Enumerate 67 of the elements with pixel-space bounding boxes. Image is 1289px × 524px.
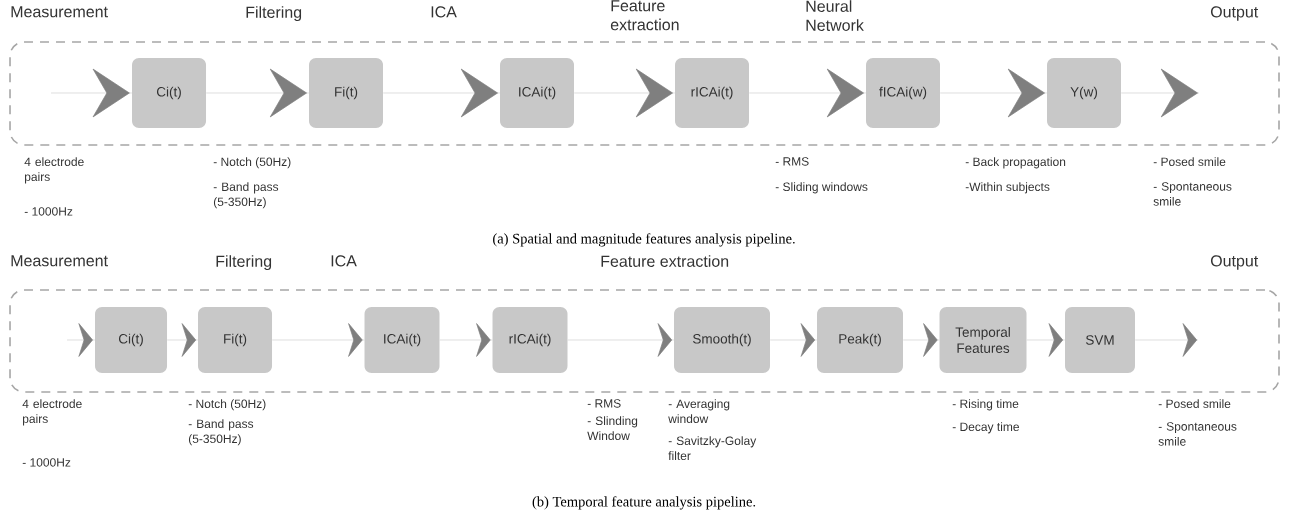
process-box: ICAi(t)	[364, 307, 440, 373]
chevron-arrow	[205, 68, 310, 118]
chevron-arrow	[1134, 323, 1199, 357]
process-box: Peak(t)	[817, 307, 903, 373]
note: - Decay time	[952, 422, 1019, 434]
process-box: ICAi(t)	[500, 58, 574, 128]
chevron-arrow	[66, 323, 96, 357]
note: 4 electrode pairs	[22, 399, 82, 426]
caption: (b) Temporal feature analysis pipeline.	[532, 496, 756, 510]
stage-heading: Filtering	[246, 6, 302, 22]
process-box: Ci(t)	[132, 58, 206, 128]
note: - Savitzky-Golay filter	[668, 436, 757, 460]
note: - RMS	[587, 399, 621, 408]
note: - Posed smile	[1158, 399, 1231, 408]
process-box: Fi(t)	[198, 307, 272, 373]
note: - Rising time	[952, 399, 1019, 411]
chevron-arrow	[939, 68, 1048, 118]
note: - Band pass (5-350Hz)	[188, 419, 254, 446]
note: - Posed smile	[1153, 157, 1226, 166]
stage-heading: Output	[1210, 255, 1259, 270]
stage-heading: Measurement	[11, 255, 108, 267]
process-box: SVM	[1065, 307, 1135, 373]
chevron-arrow	[567, 323, 675, 357]
chevron-arrow	[271, 323, 365, 357]
process-box: Ci(t)	[95, 307, 167, 373]
dashed-frame	[9, 41, 1280, 146]
note: 4 electrode pairs	[24, 157, 84, 184]
chevron-arrow	[902, 323, 940, 357]
note: - Notch (50Hz)	[213, 157, 291, 169]
note: - 1000Hz	[24, 207, 73, 216]
note: - Spontaneous smile	[1158, 422, 1237, 446]
process-box: Temporal Features	[939, 307, 1027, 373]
note: -Within subjects	[965, 182, 1050, 194]
stage-heading: Feature extraction	[610, 0, 679, 31]
stage-heading: Feature extraction	[601, 255, 729, 267]
chevron-arrow	[573, 68, 676, 118]
chevron-arrow	[769, 323, 818, 357]
dashed-frame	[9, 289, 1280, 393]
stage-heading: ICA	[431, 6, 457, 18]
chevron-arrow	[166, 323, 199, 357]
chevron-arrow	[1120, 68, 1200, 118]
stage-heading: Filtering	[216, 255, 272, 271]
stage-heading: ICA	[331, 255, 357, 267]
chevron-arrow	[50, 68, 133, 118]
note: - Averaging window	[668, 399, 730, 423]
stage-heading: Measurement	[11, 6, 108, 18]
note: - Spontaneous smile	[1153, 182, 1232, 206]
caption: (a) Spatial and magnitude features analysis pipeline.	[493, 233, 795, 247]
process-box: rICAi(t)	[675, 58, 749, 128]
process-box: Y(w)	[1047, 58, 1121, 128]
chevron-arrow	[382, 68, 501, 118]
process-box: Smooth(t)	[674, 307, 770, 373]
note: - Slinding Window	[587, 416, 638, 440]
note: - Notch (50Hz)	[188, 399, 266, 411]
process-box: fICAi(w)	[866, 58, 940, 128]
chevron-arrow	[439, 323, 493, 357]
note: - 1000Hz	[22, 458, 71, 467]
process-box: Fi(t)	[309, 58, 383, 128]
stage-heading: Neural Network	[806, 0, 864, 31]
note: - RMS	[775, 157, 809, 166]
note: - Sliding windows	[775, 182, 868, 194]
note: - Back propagation	[965, 157, 1066, 169]
note: - Band pass (5-350Hz)	[213, 182, 279, 209]
chevron-arrow	[1026, 323, 1066, 357]
chevron-arrow	[748, 68, 867, 118]
stage-heading: Output	[1210, 6, 1259, 21]
process-box: rICAi(t)	[492, 307, 568, 373]
